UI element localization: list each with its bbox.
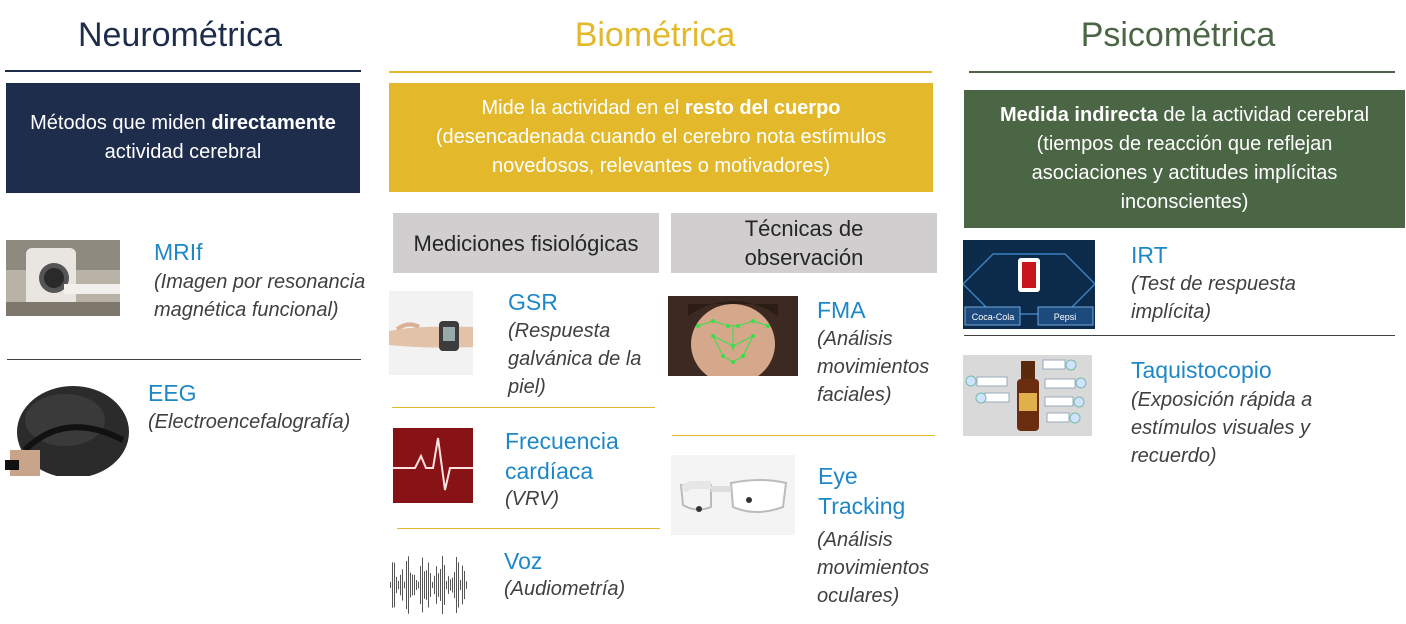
eye-tracking-desc: (Análisis movimientos oculares) [817,529,930,607]
eeg-desc: (Electroencefalografía) [148,411,351,433]
eye-tracking-glasses-image [671,455,795,535]
neuro-separator [7,359,361,360]
voice-title: Voz [504,548,543,574]
neuro-title-rule [5,70,361,72]
bio-box-text-2: (desencadenada cuando el cerebro nota es… [435,126,887,177]
irt-separator [964,335,1395,336]
eye-tracking-title: Eye Tracking [818,463,906,519]
voice-desc: (Audiometría) [504,578,626,600]
gsr-desc: (Respuesta galvánica de la piel) [508,320,642,398]
tachistoscope-desc: (Exposición rápida a estímulos visuales … [1131,389,1313,467]
heart-rate-desc: (VRV) [505,488,560,510]
neuro-box-text-2: actividad cerebral [104,141,262,163]
irt-test-image: Coca-Cola Pepsi [963,240,1095,329]
psico-title: Psicométrica [1080,16,1276,54]
heartbeat-image [393,428,473,503]
bio-summary-box: Mide la actividad en el resto del cuerpo… [389,83,933,192]
fma-desc: (Análisis movimientos faciales) [817,328,930,406]
mri-scanner-image [6,240,120,316]
wrist-sensor-image [389,291,473,375]
heart-rate-title: Frecuencia cardíaca [505,428,619,484]
fma-separator [672,435,935,436]
tachistoscope-title: Taquistocopio [1131,357,1272,383]
fma-title: FMA [817,297,866,323]
eeg-title: EEG [148,380,197,406]
face-tracking-image [668,296,798,376]
psico-box-bold: Medida indirecta [999,104,1158,126]
mrif-title: MRIf [154,239,203,265]
psico-summary-box: Medida indirecta de la actividad cerebra… [964,90,1405,228]
neuro-box-text: Métodos que miden [30,112,212,134]
neuro-box-bold: directamente [211,112,336,134]
bio-title: Biométrica [574,16,736,54]
bio-box-text: Mide la actividad en el [481,97,685,119]
neuro-title: Neurométrica [77,16,283,54]
heart-separator [397,528,660,529]
irt-right-label: Pepsi [1054,312,1077,322]
gsr-separator [392,407,655,408]
irt-desc: (Test de respuesta implícita) [1131,273,1296,323]
tachistoscope-image [963,355,1092,436]
neuro-summary-box: Métodos que miden directamente actividad… [6,83,360,193]
bio-title-rule [389,71,932,73]
mrif-desc: (Imagen por resonancia magnética funcion… [154,271,366,321]
irt-title: IRT [1131,242,1168,268]
observation-subheader: Técnicas de observación [671,213,937,273]
gsr-title: GSR [508,289,558,315]
irt-left-label: Coca-Cola [972,312,1015,322]
psico-box-text: de la actividad cerebral (tiempos de rea… [1031,104,1370,213]
voice-waveform-image [390,552,468,618]
psico-title-rule [969,71,1395,73]
eeg-headset-image [5,380,129,476]
physiological-subheader: Mediciones fisiológicas [393,213,659,273]
bio-box-bold: resto del cuerpo [684,97,841,119]
